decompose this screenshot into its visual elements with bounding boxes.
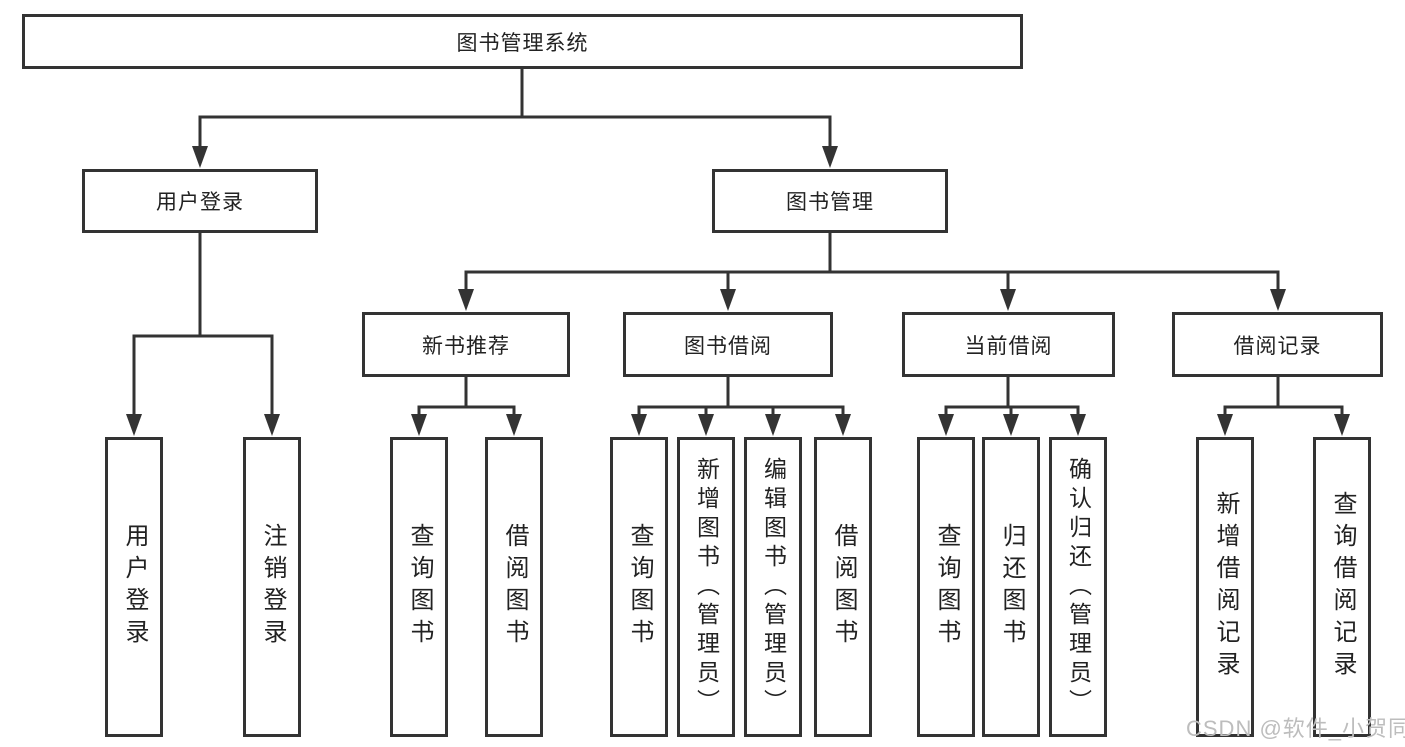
leaf-add-borrow-record: 新增借阅记录 <box>1196 437 1254 737</box>
connector-arrows <box>126 146 1350 436</box>
node-label: 用户登录 <box>121 523 148 651</box>
node-user-login: 用户登录 <box>82 169 318 233</box>
leaf-add-books-admin: 新增图书（管理员） <box>677 437 735 737</box>
leaf-confirm-return-admin: 确认归还（管理员） <box>1049 437 1107 737</box>
node-label: 查询图书 <box>933 523 960 651</box>
node-label: 用户登录 <box>156 191 244 214</box>
leaf-return-books: 归还图书 <box>982 437 1040 737</box>
node-current-borrowing: 当前借阅 <box>902 312 1115 377</box>
leaf-query-books-recommend: 查询图书 <box>390 437 448 737</box>
node-book-borrowing: 图书借阅 <box>623 312 833 377</box>
node-label: 当前借阅 <box>964 334 1053 358</box>
node-book-management: 图书管理 <box>712 169 948 233</box>
node-label: 确认归还（管理员） <box>1065 456 1092 718</box>
node-borrowing-records: 借阅记录 <box>1172 312 1383 377</box>
node-label: 编辑图书（管理员） <box>760 456 787 718</box>
node-label: 新增图书（管理员） <box>693 456 720 718</box>
leaf-query-books-borrowing: 查询图书 <box>610 437 668 737</box>
node-label: 归还图书 <box>998 523 1025 651</box>
node-root-library-management-system: 图书管理系统 <box>22 14 1023 69</box>
leaf-user-login: 用户登录 <box>105 437 163 737</box>
node-label: 新书推荐 <box>422 334 510 358</box>
node-label: 查询借阅记录 <box>1329 491 1356 683</box>
node-label: 图书管理 <box>786 191 874 214</box>
csdn-watermark: CSDN @软件_小贺同学 <box>1186 716 1405 741</box>
node-label: 图书管理系统 <box>456 31 589 55</box>
leaf-logout: 注销登录 <box>243 437 301 737</box>
leaf-edit-books-admin: 编辑图书（管理员） <box>744 437 802 737</box>
leaf-borrow-books-recommend: 借阅图书 <box>485 437 543 737</box>
leaf-query-borrow-record: 查询借阅记录 <box>1313 437 1371 737</box>
node-label: 新增借阅记录 <box>1212 491 1239 683</box>
node-label: 借阅图书 <box>830 523 857 651</box>
node-label: 注销登录 <box>259 523 286 651</box>
node-label: 借阅图书 <box>501 523 528 651</box>
node-label: 借阅记录 <box>1233 334 1322 358</box>
node-label: 查询图书 <box>406 523 433 651</box>
leaf-query-books-current: 查询图书 <box>917 437 975 737</box>
node-label: 查询图书 <box>626 523 653 651</box>
leaf-borrow-books: 借阅图书 <box>814 437 872 737</box>
node-new-book-recommend: 新书推荐 <box>362 312 570 377</box>
node-label: 图书借阅 <box>684 334 772 358</box>
